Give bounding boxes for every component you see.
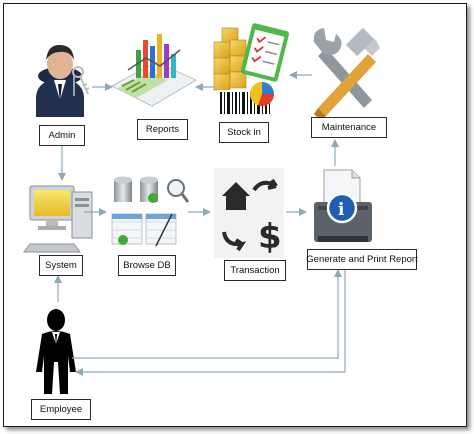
printer-info-icon: i [314, 169, 372, 242]
transaction-icon: $ [214, 168, 284, 258]
svg-text:i: i [338, 200, 345, 220]
node-generate-report-label: Generate and Print Report [306, 249, 418, 270]
node-transaction-label: Transaction [224, 260, 286, 281]
node-stock-in-label: Stock in [219, 122, 269, 143]
node-browse-db-label: Browse DB [118, 255, 176, 276]
computer-icon [23, 185, 93, 253]
edge-employee-report [72, 269, 342, 359]
svg-text:$: $ [258, 217, 282, 257]
node-system-label: System [39, 255, 83, 276]
admin-person-icon [36, 44, 90, 117]
employee-silhouette-icon [36, 309, 76, 394]
reports-chart-icon [110, 34, 198, 107]
node-maintenance-label: Maintenance [311, 117, 387, 138]
edge-report-employee [75, 270, 346, 376]
stock-boxes-icon [213, 23, 289, 116]
node-reports-label: Reports [137, 119, 188, 140]
node-admin-label: Admin [39, 125, 85, 146]
database-icon [111, 176, 190, 247]
maintenance-tools-icon [313, 27, 380, 120]
node-employee-label: Employee [31, 399, 91, 420]
